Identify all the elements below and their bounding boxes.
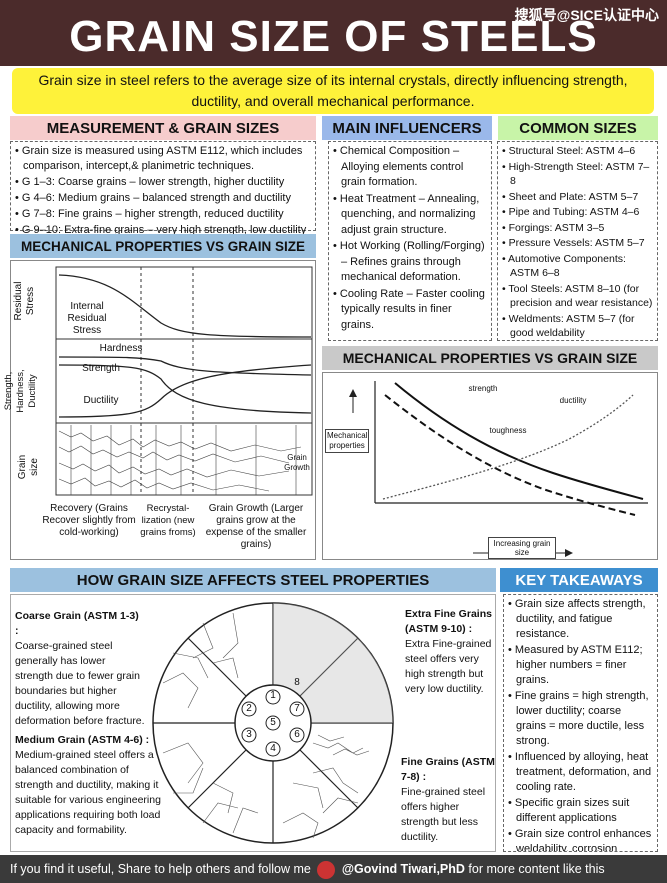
y-label-strength: Strength, Hardness, Ductility: [3, 369, 38, 413]
wheel-number-1: 1: [270, 690, 276, 701]
medium-grain-desc: Medium-grained steel offers a balanced c…: [15, 749, 161, 836]
label-hardness: Hardness: [99, 343, 143, 354]
common-size-item: High-Strength Steel: ASTM 7–8: [502, 160, 653, 189]
measurement-item: G 1–3: Coarse grains – lower strength, h…: [15, 175, 311, 190]
measurement-item: Grain size is measured using ASTM E112, …: [15, 144, 311, 174]
affects-header: HOW GRAIN SIZE AFFECTS STEEL PROPERTIES: [10, 568, 496, 592]
wheel-number-5: 5: [270, 717, 276, 728]
affects-panel: 1 2 3 4 5 6 7 8 Coarse Grain (ASTM 1-3) …: [10, 594, 496, 852]
mech-right-chart: Mechanical properties Increasing grain s…: [322, 372, 658, 560]
fine-grain-text: Fine Grains (ASTM 7-8) : Fine-grained st…: [401, 755, 495, 845]
mech-right-header: MECHANICAL PROPERTIES VS GRAIN SIZE: [322, 346, 658, 370]
label-recrystallization: Recrystal-lization (new grains froms): [140, 503, 196, 538]
influencer-item: Hot Working (Rolling/Forging) – Refines …: [333, 239, 487, 286]
common-size-item: Tool Steels: ASTM 8–10 (for precision an…: [502, 282, 653, 311]
takeaways-header: KEY TAKEAWAYS: [500, 568, 658, 592]
x-label-grain-size: Increasing grain size: [488, 537, 556, 559]
takeaway-item: Grain size control enhances weldability,…: [508, 827, 653, 851]
influencers-list: Chemical Composition – Alloying elements…: [328, 141, 492, 341]
common-size-item: Sheet and Plate: ASTM 5–7: [502, 190, 653, 205]
common-size-item: Pipe and Tubing: ASTM 4–6: [502, 205, 653, 220]
common-size-item: Forgings: ASTM 3–5: [502, 221, 653, 236]
common-sizes-list: Structural Steel: ASTM 4–6High-Strength …: [497, 141, 658, 341]
fine-grain-title: Fine Grains (ASTM 7-8) :: [401, 756, 495, 783]
common-size-item: Automotive Components: ASTM 6–8: [502, 252, 653, 281]
intro-banner: Grain size in steel refers to the averag…: [12, 68, 654, 114]
label-grain-growth-small: Grain Growth: [284, 453, 310, 472]
measurement-item: G 7–8: Fine grains – higher strength, re…: [15, 207, 311, 222]
takeaway-item: Specific grain sizes suit different appl…: [508, 796, 653, 826]
medium-grain-text: Medium Grain (ASTM 4-6) : Medium-grained…: [15, 733, 165, 838]
common-size-item: Weldments: ASTM 5–7 (for good weldabilit…: [502, 312, 653, 341]
extra-fine-grain-text: Extra Fine Grains (ASTM 9-10) : Extra Fi…: [405, 607, 495, 697]
coarse-grain-text: Coarse Grain (ASTM 1-3) : Coarse-grained…: [15, 609, 145, 729]
takeaway-item: Grain size affects strength, ductility, …: [508, 597, 653, 642]
influencer-item: Cooling Rate – Faster cooling typically …: [333, 287, 487, 334]
author-avatar: [317, 860, 336, 879]
footer-text-1: If you find it useful, Share to help oth…: [10, 862, 311, 876]
extra-fine-grain-title: Extra Fine Grains (ASTM 9-10) :: [405, 608, 492, 635]
legend-ductility: ductility: [559, 396, 587, 405]
page-title: GRAIN SIZE OF STEELS: [0, 0, 667, 66]
label-internal-residual: Internal Residual Stress: [67, 301, 107, 336]
mech-right-svg: [349, 381, 648, 557]
y-label-residual: Residual Stress: [13, 281, 36, 321]
fine-grain-desc: Fine-grained steel offers higher strengt…: [401, 786, 486, 843]
influencer-item: Heat Treatment – Annealing, quenching, a…: [333, 192, 487, 239]
y-label-mechanical: Mechanical properties: [325, 429, 369, 453]
label-grain-growth: Grain Growth (Larger grains grow at the …: [205, 503, 307, 550]
y-label-grain: Grain size: [17, 454, 40, 480]
takeaways-list: Grain size affects strength, ductility, …: [503, 594, 658, 852]
wheel-number-7: 7: [294, 703, 300, 714]
wheel-number-8: 8: [294, 677, 300, 688]
extra-fine-grain-desc: Extra Fine-grained steel offers very hig…: [405, 638, 492, 695]
medium-grain-title: Medium Grain (ASTM 4-6) :: [15, 734, 150, 746]
label-strength: Strength: [82, 363, 120, 374]
wheel-number-2: 2: [246, 703, 252, 714]
common-sizes-header: COMMON SIZES: [498, 116, 658, 140]
legend-toughness: toughness: [489, 426, 527, 435]
influencers-header: MAIN INFLUENCERS: [322, 116, 492, 140]
mech-left-svg: [55, 266, 313, 496]
label-ductility: Ductility: [83, 395, 119, 406]
common-size-item: Structural Steel: ASTM 4–6: [502, 144, 653, 159]
wheel-number-6: 6: [294, 729, 300, 740]
common-size-item: Pressure Vessels: ASTM 5–7: [502, 236, 653, 251]
wheel-number-4: 4: [270, 743, 276, 754]
watermark: 搜狐号@SICE认证中心: [514, 7, 659, 23]
grain-wheel-svg: [152, 602, 394, 844]
coarse-grain-title: Coarse Grain (ASTM 1-3) :: [15, 610, 139, 637]
footer-text-2: for more content like this: [468, 862, 605, 876]
takeaway-item: Fine grains = high strength, lower ducti…: [508, 689, 653, 749]
takeaway-item: Influenced by alloying, heat treatment, …: [508, 750, 653, 795]
takeaway-item: Measured by ASTM E112; higher numbers = …: [508, 643, 653, 688]
measurement-header: MEASUREMENT & GRAIN SIZES: [10, 116, 316, 140]
influencer-item: Chemical Composition – Alloying elements…: [333, 144, 487, 191]
wheel-number-3: 3: [246, 729, 252, 740]
measurement-item: G 4–6: Medium grains – balanced strength…: [15, 191, 311, 206]
footer-bar: If you find it useful, Share to help oth…: [0, 855, 667, 883]
mech-left-diagram: Residual Stress Strength, Hardness, Duct…: [3, 260, 316, 560]
label-recovery: Recovery (Grains Recover slightly from c…: [42, 503, 136, 538]
measurement-list: Grain size is measured using ASTM E112, …: [10, 141, 316, 236]
legend-strength: strength: [468, 384, 498, 393]
coarse-grain-desc: Coarse-grained steel generally has lower…: [15, 640, 145, 727]
author-handle[interactable]: @Govind Tiwari,PhD: [341, 862, 465, 876]
mech-left-header: MECHANICAL PROPERTIES VS GRAIN SIZE: [10, 234, 316, 258]
measurement-item: G 9–10: Extra-fine grains – very high st…: [15, 223, 311, 238]
